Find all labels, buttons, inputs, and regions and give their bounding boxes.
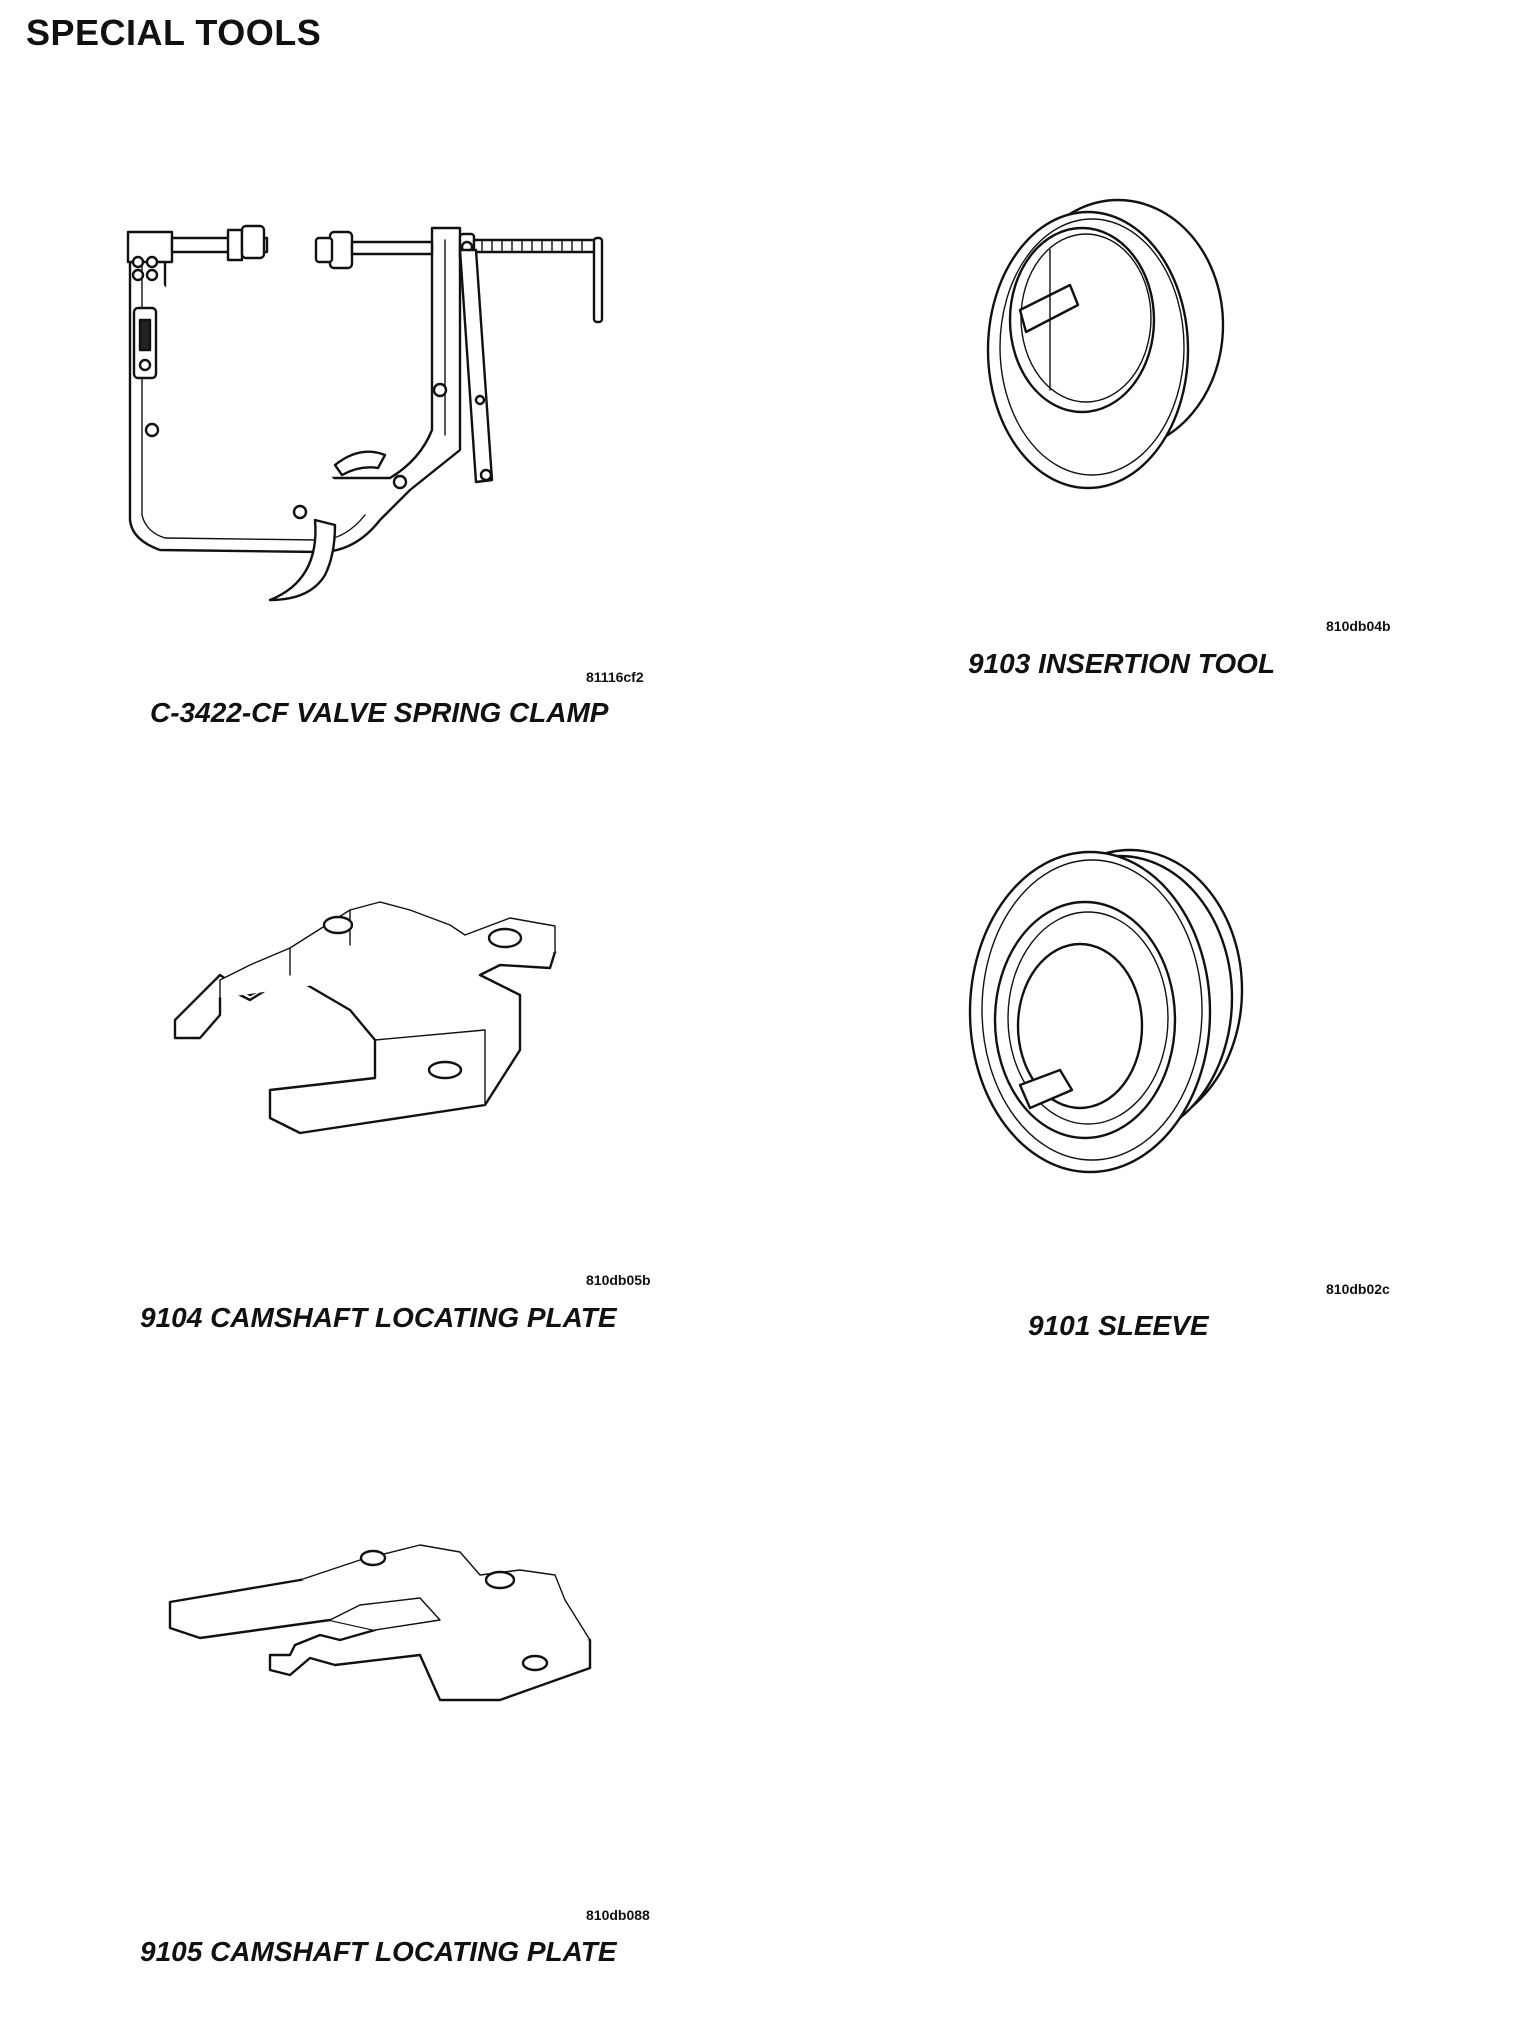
page-title: SPECIAL TOOLS: [26, 12, 322, 53]
insertion-tool-illustration: [986, 198, 1225, 490]
sleeve-illustration: [968, 848, 1244, 1174]
tool-caption: 9104 CAMSHAFT LOCATING PLATE: [140, 1302, 617, 1333]
tool-caption: 9103 INSERTION TOOL: [968, 648, 1276, 679]
tool-code: 810db02c: [1326, 1281, 1390, 1297]
tool-caption: 9101 SLEEVE: [1028, 1310, 1209, 1341]
tool-code: 810db05b: [586, 1272, 651, 1288]
valve-spring-clamp-illustration: [126, 224, 604, 602]
tool-caption: 9105 CAMSHAFT LOCATING PLATE: [140, 1936, 617, 1967]
tool-code: 810db04b: [1326, 618, 1391, 634]
camshaft-plate-9105-illustration: [168, 1544, 592, 1702]
camshaft-plate-9104-illustration: [173, 901, 557, 1135]
tool-code: 81116cf2: [586, 669, 644, 685]
tool-code: 810db088: [586, 1907, 650, 1923]
tool-caption: C-3422-CF VALVE SPRING CLAMP: [150, 697, 609, 728]
